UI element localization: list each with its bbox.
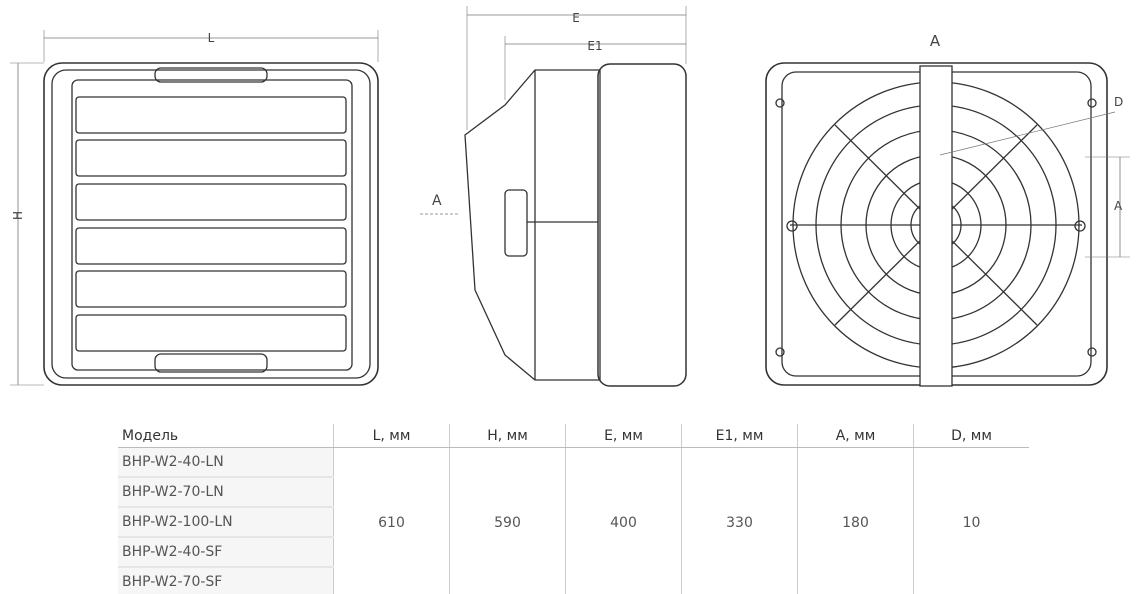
header-a: A, мм [797,424,914,448]
model-cell: BHP-W2-70-SF [118,567,334,594]
view-arrow-label-a: A [432,193,442,209]
label-h: H [11,211,25,220]
table-row: BHP-W2-100-LN [118,507,1029,538]
table-header-row: Модель L, мм H, мм E, мм E1, мм A, мм D,… [118,424,1029,448]
louvres [75,96,347,352]
view-title-a: A [930,32,941,50]
label-d: D [1114,95,1123,109]
label-e: E [572,11,580,25]
value-e1: 330 [681,447,798,594]
technical-drawings: L H E E1 A A [10,6,1130,387]
value-h: 590 [449,447,566,594]
front-view: L H [10,30,379,386]
header-model: Модель [118,424,334,448]
header-l: L, мм [333,424,450,448]
header-h: H, мм [449,424,566,448]
dimensions-table: Модель L, мм H, мм E, мм E1, мм A, мм D,… [118,424,1029,594]
model-cell: BHP-W2-40-SF [118,537,334,568]
table-row: BHP-W2-40-SF [118,537,1029,568]
side-view: E E1 A [420,6,687,387]
value-d: 10 [913,447,1029,594]
header-d: D, мм [913,424,1029,448]
leader-line-d [939,111,1116,156]
model-cell: BHP-W2-100-LN [118,507,334,538]
rear-view: A A D [765,32,1130,387]
header-e1: E1, мм [681,424,798,448]
value-a: 180 [797,447,914,594]
header-e: E, мм [565,424,682,448]
label-a: A [1114,199,1123,213]
mounting-bracket [919,65,953,387]
label-l: L [208,31,215,45]
label-e1: E1 [587,39,602,53]
table-row: BHP-W2-70-LN [118,477,1029,508]
table-row: BHP-W2-40-LN 610 590 400 330 180 10 [118,447,1029,594]
table-row: BHP-W2-70-SF [118,567,1029,594]
model-cell: BHP-W2-40-LN [118,447,334,478]
model-cell: BHP-W2-70-LN [118,477,334,508]
value-l: 610 [333,447,450,594]
value-e: 400 [565,447,682,594]
